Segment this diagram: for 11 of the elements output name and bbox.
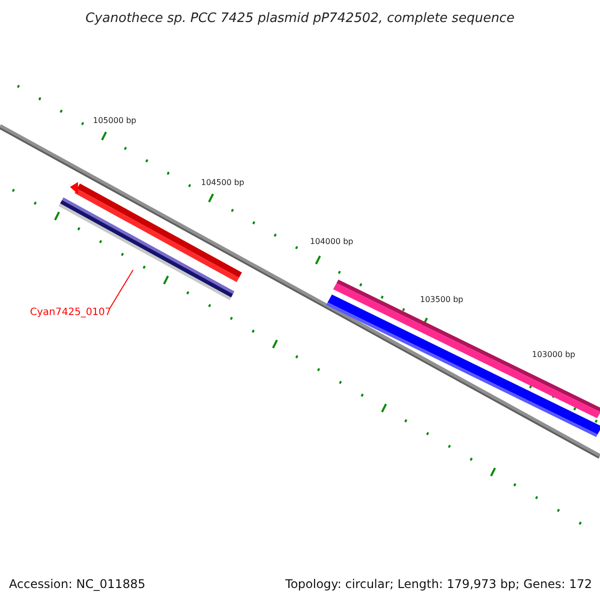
gene-bar: [58, 197, 234, 300]
position-label: 105000 bp: [93, 116, 136, 126]
summary-text: Topology: circular; Length: 179,973 bp; Genes: 172: [285, 576, 592, 593]
leader-line: [110, 270, 134, 308]
position-label: 104000 bp: [310, 237, 354, 247]
position-label: 104500 bp: [201, 178, 244, 188]
gene-label: Cyan7425_0107: [30, 306, 112, 319]
position-label: 103000 bp: [532, 350, 576, 360]
position-label: 103500 bp: [420, 295, 464, 305]
diagram-title: Cyanothece sp. PCC 7425 plasmid pP742502, complete sequence: [84, 10, 516, 28]
accession-text: Accession: NC_011885: [9, 576, 146, 593]
